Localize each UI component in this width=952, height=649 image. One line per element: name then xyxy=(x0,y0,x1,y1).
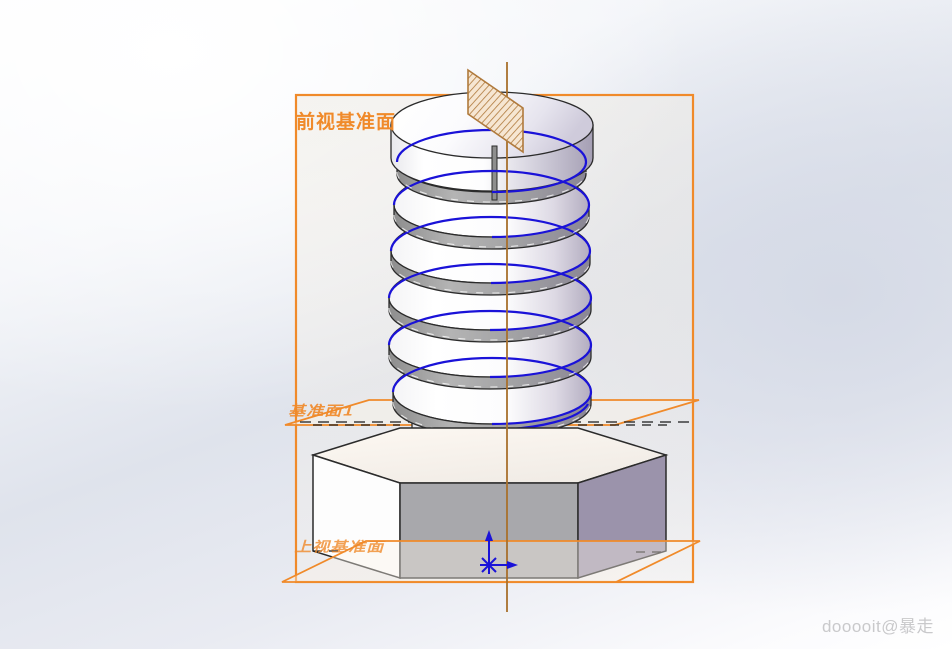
top-plane-boundary xyxy=(281,540,701,583)
thread-start-step xyxy=(491,145,498,201)
watermark: dooooit@暴走 xyxy=(821,617,934,636)
origin-triad[interactable] xyxy=(480,530,518,574)
helix-curve[interactable] xyxy=(387,128,593,432)
hex-hidden-edges xyxy=(313,424,668,553)
top-plane-label[interactable]: 上视基准面 xyxy=(293,539,388,555)
hex-face-right xyxy=(577,453,667,580)
top-plane[interactable] xyxy=(281,540,701,583)
thread-cut-profile-sketch[interactable] xyxy=(467,68,524,154)
plane-1-label[interactable]: 基准面1 xyxy=(287,403,357,419)
threaded-shaft[interactable] xyxy=(364,91,594,462)
thread-edge-highlights xyxy=(388,171,592,435)
front-plane-label[interactable]: 前视基准面 xyxy=(296,112,397,133)
